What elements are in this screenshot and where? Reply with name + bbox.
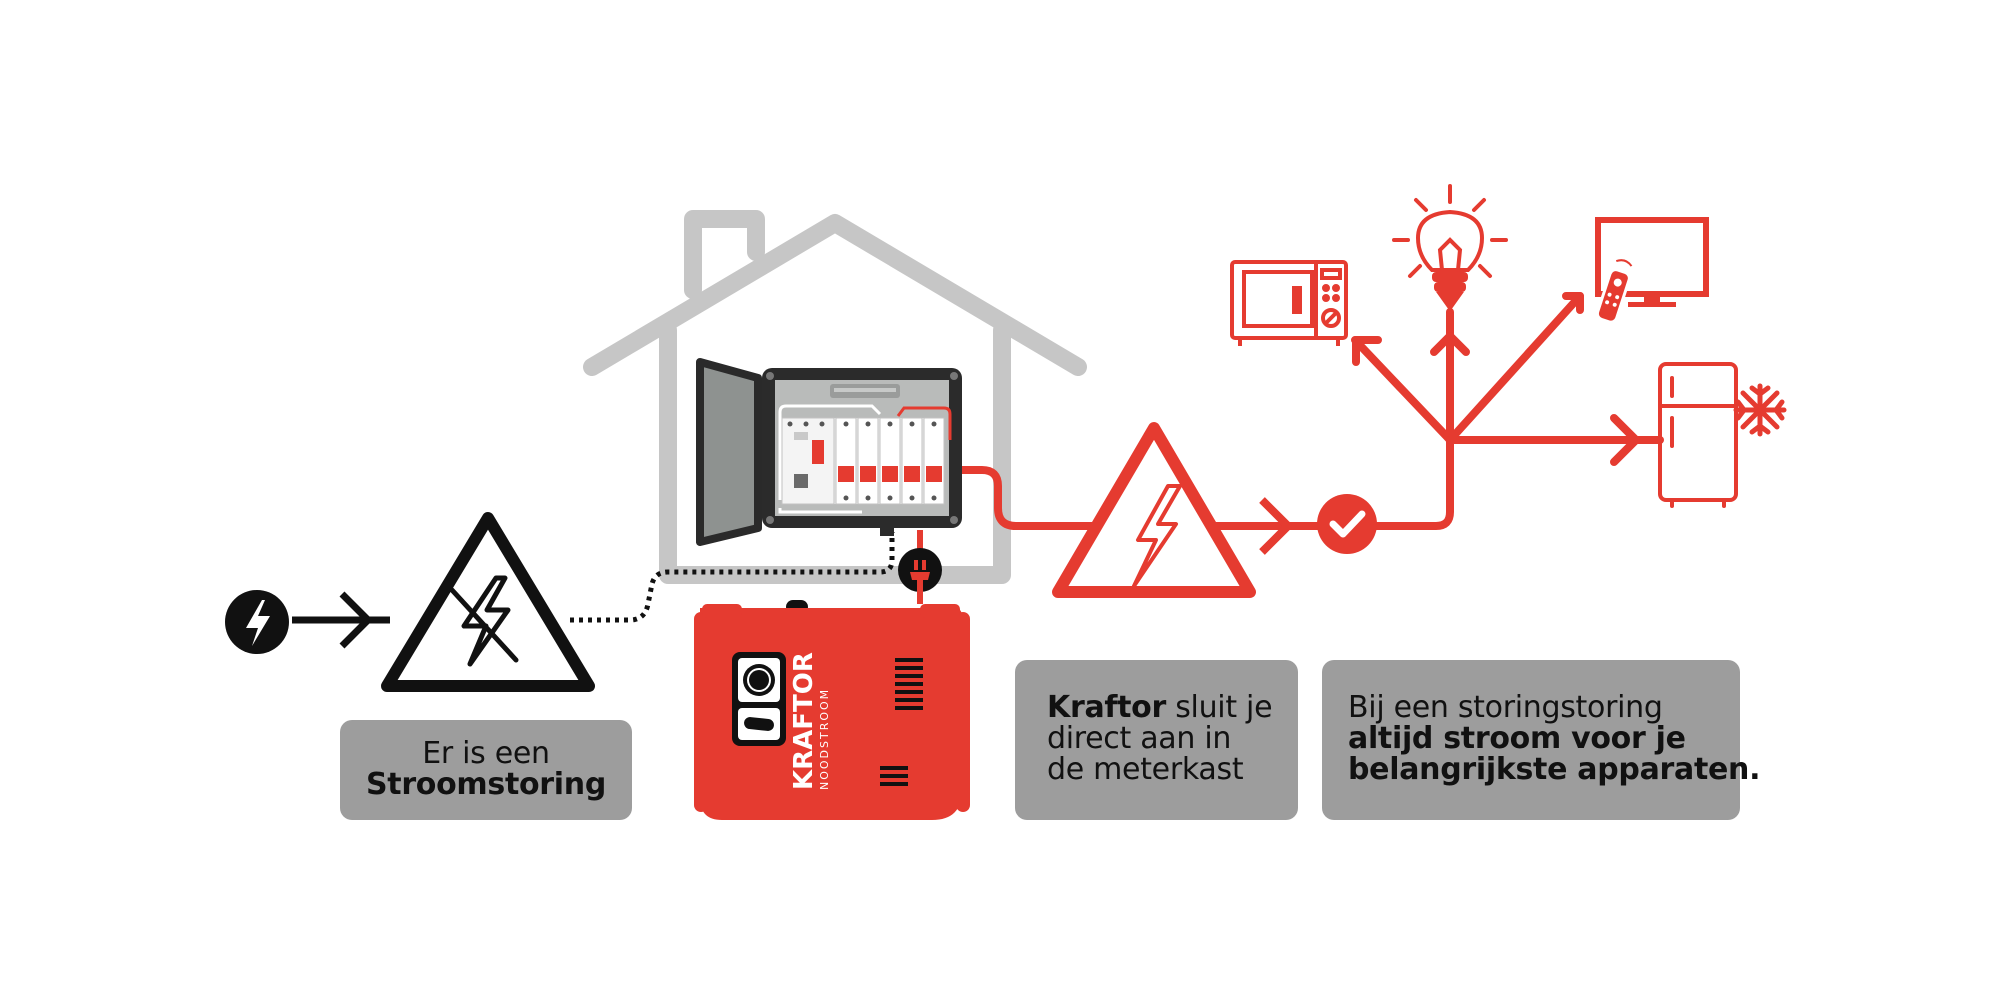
panel-door bbox=[696, 358, 762, 546]
connect-caption-line1: sluit je bbox=[1165, 690, 1273, 725]
plug-icon bbox=[898, 530, 942, 604]
check-icon bbox=[1317, 494, 1377, 554]
outage-caption: Er is een Stroomstoring bbox=[340, 720, 632, 820]
light-bulb-icon bbox=[1392, 184, 1508, 312]
outage-caption-line2: Stroomstoring bbox=[365, 767, 607, 802]
power-source-icon bbox=[225, 590, 289, 654]
output-arrow-icon bbox=[1259, 497, 1292, 555]
result-caption-line2: altijd stroom voor je bbox=[1348, 721, 1686, 756]
connect-caption: Kraftor sluit je direct aan in de meterk… bbox=[1015, 660, 1298, 820]
result-caption: Bij een storingstoring altijd stroom voo… bbox=[1322, 660, 1761, 820]
tv-remote-icon bbox=[1595, 217, 1709, 324]
dotted-cable bbox=[570, 532, 895, 623]
fuse-panel bbox=[696, 358, 962, 546]
active-warning-icon bbox=[1052, 422, 1256, 598]
microwave-icon bbox=[1230, 260, 1348, 346]
result-caption-line1: Bij een storingstoring bbox=[1348, 690, 1663, 725]
connect-caption-line2: direct aan in bbox=[1047, 721, 1232, 756]
connect-caption-brand: Kraftor bbox=[1047, 690, 1166, 725]
distribution-branches bbox=[1351, 292, 1664, 466]
generator-subbrand: NOODSTROOM bbox=[818, 688, 831, 790]
result-caption-line3: belangrijkste apparaten. bbox=[1348, 752, 1761, 787]
generator: KRAFTOR NOODSTROOM bbox=[694, 600, 970, 820]
red-power-line bbox=[962, 436, 1454, 530]
outage-warning-icon bbox=[381, 512, 595, 692]
house-outline bbox=[583, 210, 1087, 584]
outage-caption-line1: Er is een bbox=[422, 736, 550, 771]
generator-brand: KRAFTOR bbox=[789, 652, 819, 790]
fridge-freezer-icon bbox=[1658, 362, 1787, 508]
grid-arrow-icon bbox=[339, 591, 372, 649]
connect-caption-line3: de meterkast bbox=[1047, 752, 1244, 787]
